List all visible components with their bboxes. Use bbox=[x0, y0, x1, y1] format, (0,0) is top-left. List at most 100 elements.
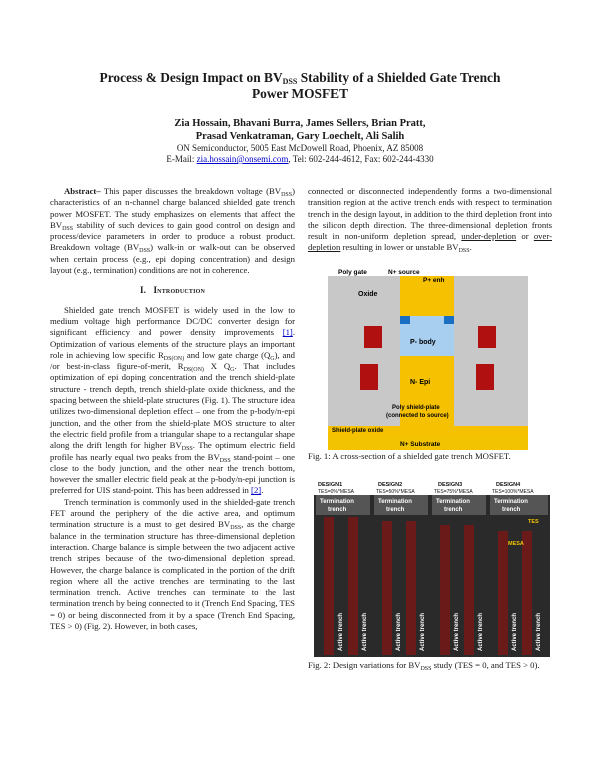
subscript: G bbox=[270, 355, 275, 362]
caption-text: Fig. 2: Design variations for BV bbox=[308, 660, 421, 670]
figure-1-cross-section: Poly gate N+ source P+ enh Oxide P- body… bbox=[328, 269, 528, 450]
body-text: . bbox=[261, 485, 264, 496]
email-link[interactable]: zia.hossain@onsemi.com bbox=[196, 154, 289, 164]
subscript: DS(ON) bbox=[183, 367, 204, 374]
active-trench-bar bbox=[382, 521, 392, 655]
figure-1-caption: Fig. 1: A cross-section of a shielded ga… bbox=[308, 451, 511, 461]
right-trench-oxide bbox=[454, 276, 528, 426]
body-text: resulting in lower or unstable BV bbox=[340, 242, 459, 253]
subscript: G bbox=[230, 367, 235, 374]
active-label: Active trench bbox=[512, 613, 518, 651]
active-trench-bar bbox=[464, 525, 474, 655]
body-text: . The optimum electric field profile has… bbox=[50, 440, 296, 462]
term-label: Termination bbox=[436, 499, 470, 505]
term-label: Termination bbox=[378, 499, 412, 505]
active-trench-bar bbox=[348, 517, 358, 655]
abstract-sub: DSS bbox=[62, 225, 74, 232]
body-text: ), and /or best-in-class figure-of-merit… bbox=[50, 349, 296, 372]
active-trench-bar bbox=[406, 521, 416, 655]
abstract-text: This paper discusses the breakdown volta… bbox=[100, 186, 282, 196]
reference-link[interactable]: [1] bbox=[282, 327, 293, 338]
active-trench-bar bbox=[324, 517, 334, 655]
design-panel-1: DESIGN1 TES=0%*MESA bbox=[316, 482, 370, 655]
termination-trench bbox=[374, 495, 428, 515]
active-label: Active trench bbox=[362, 613, 368, 651]
body-text: . That includes optimization of epi dopi… bbox=[50, 361, 295, 451]
design-tes: TES=50%*MESA bbox=[376, 489, 415, 495]
body-text: or bbox=[516, 231, 534, 242]
subscript: DSS bbox=[458, 248, 470, 255]
right-paragraph-1: connected or disconnected independently … bbox=[308, 186, 552, 254]
abstract-sub: DSS bbox=[139, 248, 151, 255]
label-p-body: P- body bbox=[410, 339, 436, 346]
section-number: I. bbox=[139, 285, 147, 296]
title-text-cont: Stability of a Shielded Gate Trench bbox=[297, 70, 501, 85]
p-enh bbox=[410, 316, 444, 324]
poly-gate-right bbox=[478, 326, 496, 348]
design-tes: TES=100%*MESA bbox=[492, 489, 534, 495]
body-text: . bbox=[469, 242, 472, 253]
figure-2-caption: Fig. 2: Design variations for BVDSS stud… bbox=[308, 660, 552, 672]
body-text: X Q bbox=[203, 361, 231, 372]
term-label: Termination bbox=[494, 499, 528, 505]
design-name: DESIGN3 bbox=[438, 482, 462, 488]
subscript: DSS bbox=[230, 525, 242, 532]
active-trench-bar bbox=[440, 525, 450, 655]
title-line2: Power MOSFET bbox=[251, 86, 349, 101]
caption-sub: DSS bbox=[420, 666, 432, 672]
caption-text: study (TES = 0, and TES > 0). bbox=[431, 660, 540, 670]
term-label: Termination bbox=[320, 499, 354, 505]
abstract-text: stability of such devices to gain good c… bbox=[50, 219, 295, 253]
shield-plate-right bbox=[476, 364, 494, 390]
underlined-term: over-depletion bbox=[308, 231, 552, 253]
termination-labels: Termination trench Termination trench Te… bbox=[320, 499, 528, 513]
section-heading: I. Introduction bbox=[50, 285, 295, 296]
poly-gate-left bbox=[364, 326, 382, 348]
p-body-mesa bbox=[400, 324, 454, 356]
mesa-annotation: MESA bbox=[508, 541, 524, 547]
n-source-right bbox=[444, 316, 454, 324]
body-text: connected or disconnected independently … bbox=[308, 186, 552, 242]
term-label: trench bbox=[386, 507, 405, 513]
termination-trench bbox=[490, 495, 548, 515]
active-trench-labels: Active trench Active trench Active trenc… bbox=[338, 613, 542, 651]
affiliation-org: ON Semiconductor, 5005 East McDowell Roa… bbox=[176, 143, 424, 153]
subscript: DSS bbox=[219, 457, 231, 464]
figure-2-design-variations: DESIGN1 TES=0%*MESA DESIGN2 TES=50%*MESA… bbox=[314, 482, 550, 657]
n-source-left bbox=[400, 316, 410, 324]
email-label: E-Mail: bbox=[166, 154, 197, 164]
body-text: . Optimization of various elements of th… bbox=[50, 327, 295, 360]
intro-paragraph-1: Shielded gate trench MOSFET is widely us… bbox=[50, 305, 295, 497]
underlined-term: under-depletion bbox=[461, 231, 517, 242]
contact-info: , Tel: 602-244-4612, Fax: 602-244-4330 bbox=[288, 154, 434, 164]
authors-line2: Prasad Venkatraman, Gary Loechelt, Ali S… bbox=[195, 131, 405, 142]
term-label: trench bbox=[328, 507, 347, 513]
active-label: Active trench bbox=[396, 613, 402, 651]
n-substrate-region bbox=[328, 436, 528, 450]
label-n-epi: N- Epi bbox=[410, 379, 430, 386]
term-label: trench bbox=[502, 507, 521, 513]
design-panel-2: DESIGN2 TES=50%*MESA bbox=[374, 482, 428, 655]
design-name: DESIGN1 bbox=[318, 482, 342, 488]
label-poly-gate: Poly gate bbox=[338, 269, 367, 276]
label-shield-oxide: Shield-plate oxide bbox=[332, 428, 384, 434]
authors-line1: Zia Hossain, Bhavani Burra, James Seller… bbox=[174, 118, 426, 129]
abstract: Abstract– This paper discusses the break… bbox=[50, 186, 295, 276]
active-label: Active trench bbox=[338, 613, 344, 651]
paper-title: Process & Design Impact on BVDSS Stabili… bbox=[60, 70, 540, 102]
design-tes: TES=75%*MESA bbox=[434, 489, 473, 495]
label-shield-poly: Poly shield-plate bbox=[392, 405, 440, 411]
tes-annotation: TES bbox=[528, 519, 539, 525]
title-text: Process & Design Impact on BV bbox=[99, 70, 283, 85]
active-label: Active trench bbox=[420, 613, 426, 651]
body-text: , as the charge balance in the terminati… bbox=[50, 519, 296, 631]
subscript: DSS bbox=[181, 446, 193, 453]
label-p-enh: P+ enh bbox=[423, 277, 445, 284]
abstract-text: ) characteristics of an n-channel charge… bbox=[50, 186, 295, 230]
left-trench-oxide bbox=[328, 276, 400, 426]
reference-link[interactable]: [2] bbox=[251, 485, 262, 496]
intro-paragraph-2: Trench termination is commonly used in t… bbox=[50, 497, 295, 633]
active-label: Active trench bbox=[536, 613, 542, 651]
body-text: Shielded gate trench MOSFET is widely us… bbox=[50, 304, 295, 338]
